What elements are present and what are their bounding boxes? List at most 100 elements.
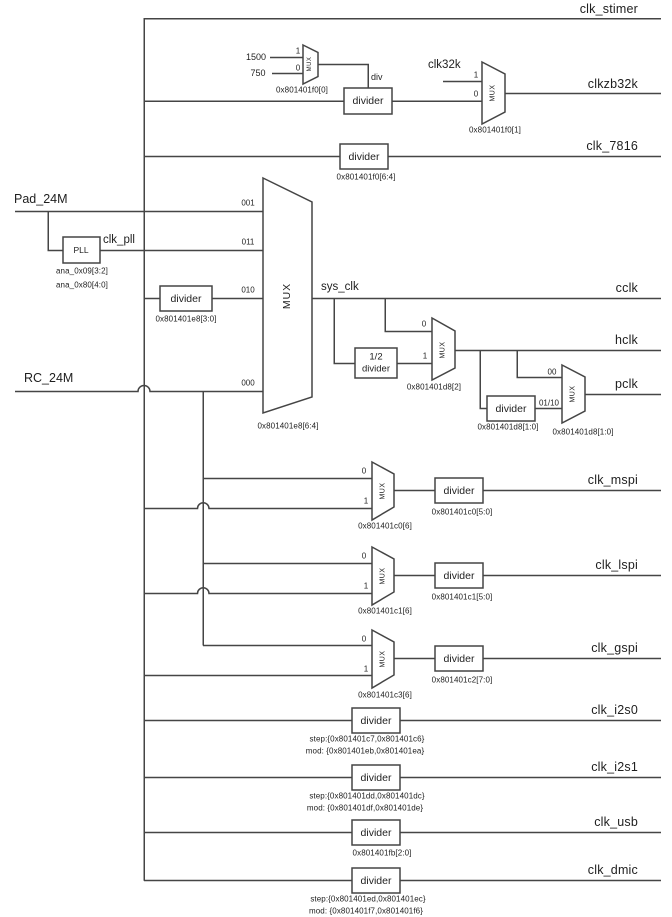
label-clk-dmic: clk_dmic	[587, 863, 638, 877]
reg-mux-hclk: 0x801401d8[2]	[406, 382, 462, 392]
label-clk-gspi: clk_gspi	[591, 641, 638, 655]
reg-i2s1-mod: mod: {0x801401df,0x801401de}	[306, 803, 424, 813]
reg-mux-zb: 0x801401f0[1]	[468, 125, 522, 135]
reg-i2s0-mod: mod: {0x801401eb,0x801401ea}	[305, 746, 425, 756]
label-clkzb32k: clkzb32k	[587, 77, 638, 91]
label-clk-i2s0: clk_i2s0	[591, 703, 638, 717]
pclk-mux-sel-01-10: 01/10	[538, 398, 560, 408]
reg-div-sys: 0x801401e8[3:0]	[155, 314, 217, 324]
reg-i2s1-step: step:{0x801401dd,0x801401dc}	[309, 791, 425, 801]
wire-half-divider-feed	[333, 298, 355, 365]
reg-pll-ana1: ana_0x09[3:2]	[55, 266, 109, 276]
reg-mux-div: 0x801401f0[0]	[275, 85, 329, 95]
wire-pclk-divider-feed	[479, 350, 487, 410]
gspi-mux-shape	[371, 628, 395, 690]
main-mux-sel-001: 001	[241, 198, 255, 208]
mspi-mux-label: MUX	[379, 482, 387, 500]
dmic-divider-box	[351, 867, 401, 894]
main-mux-sel-010: 010	[241, 285, 255, 295]
wire-hclkmux-in0	[384, 298, 432, 333]
reg-pll-ana2: ana_0x80[4:0]	[55, 280, 109, 290]
div-mux-label: MUX	[307, 56, 313, 72]
pll-box	[62, 236, 101, 264]
label-clk-usb: clk_usb	[594, 815, 638, 829]
reg-mux-lspi: 0x801401c1[6]	[358, 606, 412, 616]
mspi-mux-sel-0: 0	[361, 466, 367, 476]
pclk-divider-box	[486, 395, 536, 422]
div-mux-sel-0: 0	[295, 63, 301, 73]
wire-lspi-in1	[144, 587, 372, 595]
pclk-mux-shape	[561, 363, 586, 425]
lspi-divider-box	[434, 562, 484, 589]
pclk-mux-sel-00: 00	[547, 367, 557, 377]
i2s0-divider-label: divider	[360, 715, 392, 727]
gspi-mux-label: MUX	[379, 650, 387, 668]
usb-divider-box	[351, 819, 401, 846]
reg-mux-main: 0x801401e8[6:4]	[257, 421, 319, 431]
usb-divider-label: divider	[360, 827, 392, 839]
wire-pclkmux-in00	[516, 350, 562, 379]
label-clk-stimer: clk_stimer	[579, 2, 638, 16]
label-cclk: cclk	[615, 281, 638, 295]
div-mux-sel-1: 1	[295, 46, 301, 56]
reg-div-pclk: 0x801401d8[1:0]	[477, 422, 539, 432]
sys-divider-label: divider	[170, 293, 202, 305]
hclk-mux-label: MUX	[439, 341, 447, 359]
gspi-divider-box	[434, 645, 484, 672]
half-divider-box	[354, 347, 398, 379]
mspi-divider-box	[434, 477, 484, 504]
reg-div-gspi: 0x801401c2[7:0]	[431, 675, 493, 685]
c7816-divider-label: divider	[348, 151, 380, 163]
reg-div-mspi: 0x801401c0[5:0]	[431, 507, 493, 517]
reg-mux-gspi: 0x801401c3[6]	[358, 690, 412, 700]
mspi-mux-sel-1: 1	[363, 496, 369, 506]
reg-div-7816: 0x801401f0[6:4]	[336, 172, 396, 182]
zb-mux-shape	[481, 60, 506, 126]
gspi-divider-label: divider	[443, 653, 475, 665]
label-sys-clk: sys_clk	[321, 281, 359, 293]
zb-mux-sel-0: 0	[473, 89, 479, 99]
label-clk-lspi: clk_lspi	[595, 558, 638, 572]
lspi-divider-label: divider	[443, 570, 475, 582]
hclk-mux-shape	[431, 316, 456, 382]
gspi-mux-sel-0: 0	[361, 634, 367, 644]
main-mux-sel-011: 011	[241, 237, 255, 247]
pll-label: PLL	[73, 245, 89, 255]
div-mux-shape	[302, 43, 319, 86]
label-div-tap: div	[371, 72, 383, 82]
reg-dmic-mod: mod: {0x801401f7,0x801401f6}	[308, 906, 424, 916]
hclk-mux-sel-0: 0	[421, 319, 427, 329]
reg-mux-mspi: 0x801401c0[6]	[358, 521, 412, 531]
label-clk-pll: clk_pll	[103, 234, 135, 246]
reg-i2s0-step: step:{0x801401c7,0x801401c6}	[309, 734, 425, 744]
wire-rc-24m	[15, 384, 263, 393]
reg-div-lspi: 0x801401c1[5:0]	[431, 592, 493, 602]
zb-mux-label: MUX	[489, 84, 497, 102]
lspi-mux-sel-1: 1	[363, 581, 369, 591]
zb-divider-label: divider	[352, 95, 384, 107]
label-pad-24m: Pad_24M	[14, 192, 68, 206]
sys-divider-box	[159, 285, 213, 312]
half-divider-label-top: 1/2	[369, 351, 383, 363]
gspi-mux-sel-1: 1	[363, 664, 369, 674]
main-mux-sel-000: 000	[241, 378, 255, 388]
label-clk32k: clk32k	[428, 59, 461, 71]
lspi-mux-label: MUX	[379, 567, 387, 585]
zb-mux-sel-1: 1	[473, 70, 479, 80]
label-pclk: pclk	[614, 377, 638, 391]
i2s1-divider-label: divider	[360, 772, 392, 784]
lspi-mux-shape	[371, 545, 395, 607]
mspi-mux-shape	[371, 460, 395, 522]
wire-divmux-out	[318, 63, 369, 88]
main-mux-label: MUX	[281, 282, 293, 310]
half-divider-label-bottom: divider	[362, 363, 390, 375]
label-clk-i2s1: clk_i2s1	[591, 760, 638, 774]
reg-div-usb: 0x801401fb[2:0]	[352, 848, 412, 858]
lspi-mux-sel-0: 0	[361, 551, 367, 561]
label-clk-7816: clk_7816	[586, 139, 638, 153]
hclk-mux-sel-1: 1	[422, 351, 428, 361]
label-hclk: hclk	[614, 333, 638, 347]
label-const-750: 750	[250, 68, 266, 78]
